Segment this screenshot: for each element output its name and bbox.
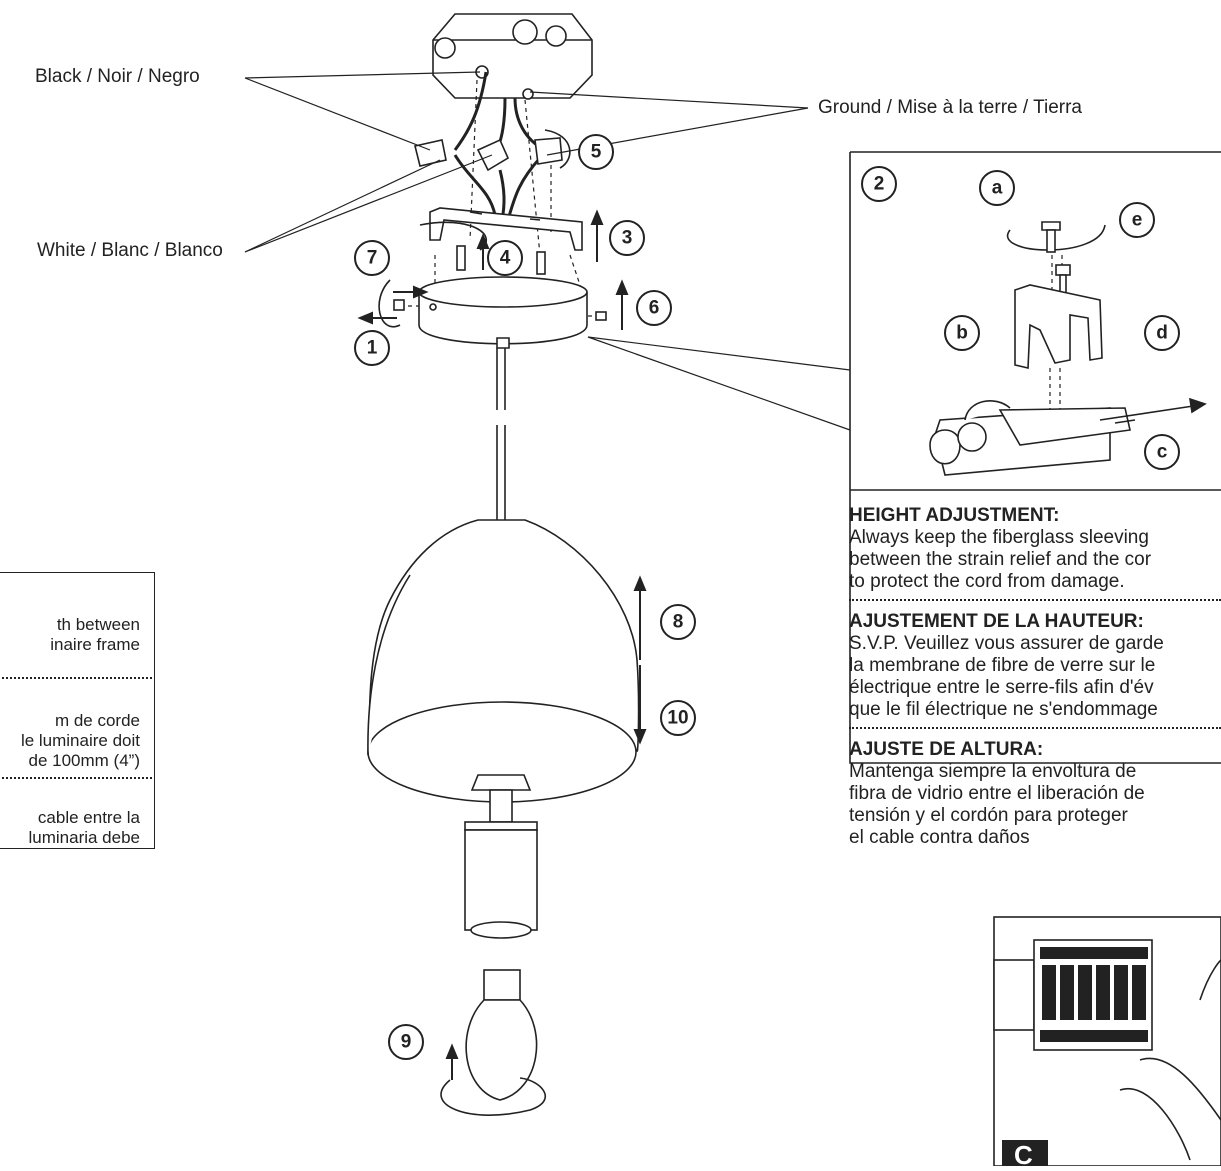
step-number-8: 8: [673, 612, 684, 633]
bracket-screws: [393, 245, 607, 321]
step-number-2: 2: [874, 174, 885, 195]
heading-fr: AJUSTEMENT DE LA HAUTEUR:: [849, 611, 1144, 632]
detail-letter-d: d: [1156, 323, 1168, 344]
left-es-line-2: luminaria debe: [28, 828, 140, 847]
detail-letter-a: a: [992, 178, 1003, 199]
left-fr-line-3: de 100mm (4”): [28, 751, 140, 770]
step-number-10: 10: [667, 708, 688, 729]
lamp-socket: [464, 774, 538, 939]
note-en-line-1: Always keep the fiberglass sleeving: [849, 527, 1149, 548]
step-number-7: 7: [367, 248, 378, 269]
step-number-6: 6: [649, 298, 660, 319]
note-es-line-4: el cable contra daños: [849, 827, 1030, 848]
detail-letter-b: b: [956, 323, 968, 344]
step-number-5: 5: [591, 142, 602, 163]
light-bulb: [465, 969, 538, 1101]
pendant-shade: [367, 519, 640, 803]
canopy: [418, 276, 588, 349]
detail-letter-c: c: [1157, 442, 1168, 463]
separator: [849, 727, 1221, 729]
height-adjustment-notes: HEIGHT ADJUSTMENT: Always keep the fiber…: [849, 505, 1221, 849]
breaker-switches: [1040, 947, 1148, 1042]
heading-es: AJUSTE DE ALTURA:: [849, 739, 1044, 760]
step-number-9: 9: [401, 1032, 412, 1053]
left-en-line-1: th between: [56, 615, 140, 634]
left-en-line-2: inaire frame: [50, 635, 140, 654]
heading-en: HEIGHT ADJUSTMENT:: [849, 505, 1060, 526]
white-wire-label: White / Blanc / Blanco: [37, 240, 223, 261]
ground-wire-label: Ground / Mise à la terre / Tierra: [818, 97, 1082, 118]
detail-letter-e: e: [1132, 210, 1143, 231]
step-number-1: 1: [367, 338, 378, 359]
cord-length-notes: th between inaire frame m de corde le lu…: [0, 572, 155, 849]
separator: [0, 777, 152, 779]
wire-connectors: [414, 137, 563, 172]
note-es-line-2: fibra de vidrio entre el liberación de: [849, 783, 1145, 804]
detail-panel: [849, 151, 1221, 764]
note-fr-line-3: électrique entre le serre-fils afin d'év: [849, 677, 1154, 698]
note-es-line-3: tensión y el cordón para proteger: [849, 805, 1128, 826]
black-wire-label: Black / Noir / Negro: [35, 66, 200, 87]
breaker-badge-bg: [1002, 1140, 1048, 1166]
direction-arrows: [357, 209, 647, 1080]
separator: [849, 599, 1221, 601]
step-number-3: 3: [622, 228, 633, 249]
step-number-4: 4: [500, 248, 511, 269]
note-es-line-1: Mantenga siempre la envoltura de: [849, 761, 1137, 782]
separator: [0, 677, 152, 679]
step-markers: [354, 134, 897, 1060]
note-fr-line-2: la membrane de fibre de verre sur le: [849, 655, 1156, 676]
note-en-line-3: to protect the cord from damage.: [849, 571, 1125, 592]
strain-relief-clamp: [929, 221, 1207, 476]
note-fr-line-1: S.V.P. Veuillez vous assurer de garde: [849, 633, 1164, 654]
breaker-badge: C: [1014, 1140, 1033, 1170]
note-fr-line-4: que le fil électrique ne s'endommage: [849, 699, 1158, 720]
junction-box: [432, 13, 593, 100]
rotation-arrows: [378, 129, 1106, 1116]
note-en-line-2: between the strain relief and the cor: [849, 549, 1152, 570]
detail-letter-markers: [944, 170, 1180, 470]
mounting-bracket: [429, 207, 583, 251]
left-fr-line-1: m de corde: [54, 711, 140, 730]
left-es-line-1: cable entre la: [37, 808, 140, 827]
left-fr-line-2: le luminaire doit: [20, 731, 140, 750]
leader-lines: [244, 71, 851, 431]
